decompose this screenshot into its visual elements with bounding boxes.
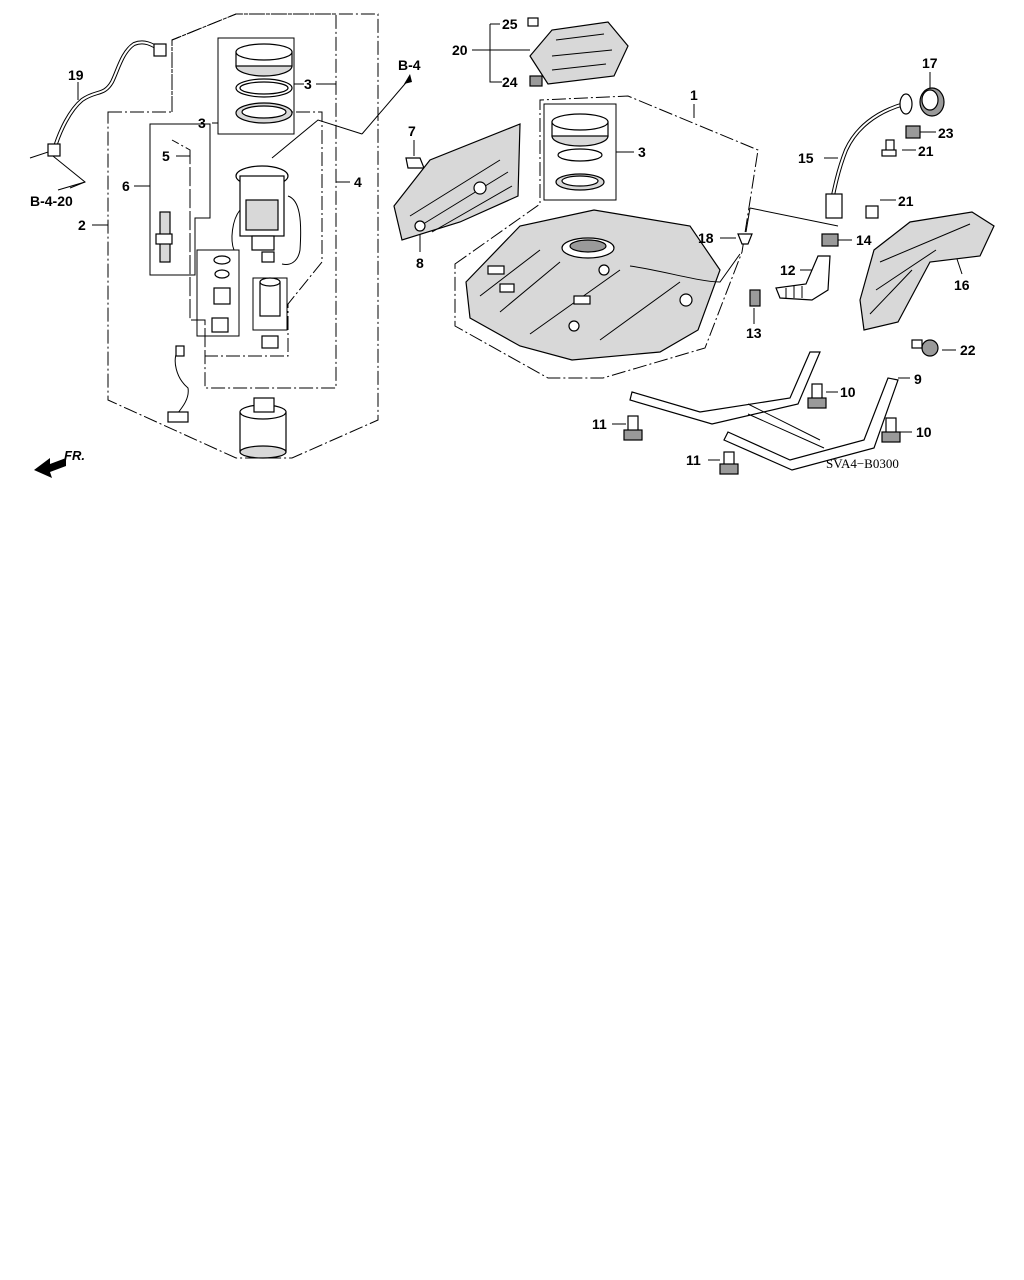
- leader-lines: [29, 23, 963, 461]
- reference-b4: B-4: [398, 57, 421, 73]
- callout-19: 19: [68, 67, 84, 83]
- callout-15: 15: [798, 150, 814, 166]
- tank-straps-9: [629, 351, 899, 471]
- callout-7: 7: [408, 123, 416, 139]
- clip-24: [529, 75, 543, 87]
- clip-18: [737, 233, 753, 245]
- callout-10-lower: 10: [916, 424, 932, 440]
- callout-21-lower: 21: [898, 193, 914, 209]
- bolts-11: [623, 415, 739, 475]
- clip-13: [749, 289, 761, 307]
- callout-8: 8: [416, 255, 424, 271]
- callout-4: 4: [354, 174, 362, 190]
- clamp-14: [821, 233, 839, 247]
- callout-6: 6: [122, 178, 130, 194]
- callout-1: 1: [690, 87, 698, 103]
- callout-18: 18: [698, 230, 714, 246]
- callout-numbers: 19 2 3 3 5 6 4 1 3 7 8 25 20 24 17 23 21…: [68, 16, 976, 468]
- bolts-10: [807, 383, 901, 443]
- callout-3-right: 3: [638, 144, 646, 160]
- callout-9: 9: [914, 371, 922, 387]
- callout-3-upper: 3: [304, 76, 312, 92]
- callout-24: 24: [502, 74, 518, 90]
- filler-hose-12: [775, 255, 831, 301]
- clip-7: [405, 157, 425, 169]
- callout-14: 14: [856, 232, 872, 248]
- callout-22: 22: [960, 342, 976, 358]
- callout-13: 13: [746, 325, 762, 341]
- callout-17: 17: [922, 55, 938, 71]
- callout-2: 2: [78, 217, 86, 233]
- callout-21-upper: 21: [918, 143, 934, 159]
- callout-20: 20: [452, 42, 468, 58]
- bolt-22: [911, 339, 939, 357]
- callout-16: 16: [954, 277, 970, 293]
- callout-11-right: 11: [686, 452, 701, 468]
- front-label: FR.: [64, 448, 85, 463]
- reference-b4-20: B-4-20: [30, 193, 73, 209]
- diagram-code: SVA4−B0300: [826, 456, 899, 471]
- cover-20: [529, 21, 629, 85]
- callout-3-left: 3: [198, 115, 206, 131]
- tank-seal-rings: [551, 113, 609, 191]
- fuel-cap-17: [919, 87, 945, 117]
- fuel-tank-1: [465, 209, 741, 361]
- group-outlines: [107, 13, 759, 459]
- callout-10-upper: 10: [840, 384, 856, 400]
- front-direction-arrow: FR.: [34, 448, 85, 478]
- fuel-pump-module: [155, 165, 302, 459]
- callout-23: 23: [938, 125, 954, 141]
- callout-25: 25: [502, 16, 518, 32]
- heat-shield-8: [393, 123, 521, 241]
- clip-23: [905, 125, 921, 139]
- filler-pipe-15: [825, 93, 913, 219]
- splash-guard-16: [859, 211, 995, 331]
- callout-5: 5: [162, 148, 170, 164]
- callout-12: 12: [780, 262, 796, 278]
- bolt-25: [527, 17, 539, 27]
- bolts-21: [865, 139, 897, 219]
- pump-seal-rings: [235, 43, 293, 124]
- fuel-hose-19: [47, 40, 167, 157]
- callout-11-left: 11: [592, 416, 607, 432]
